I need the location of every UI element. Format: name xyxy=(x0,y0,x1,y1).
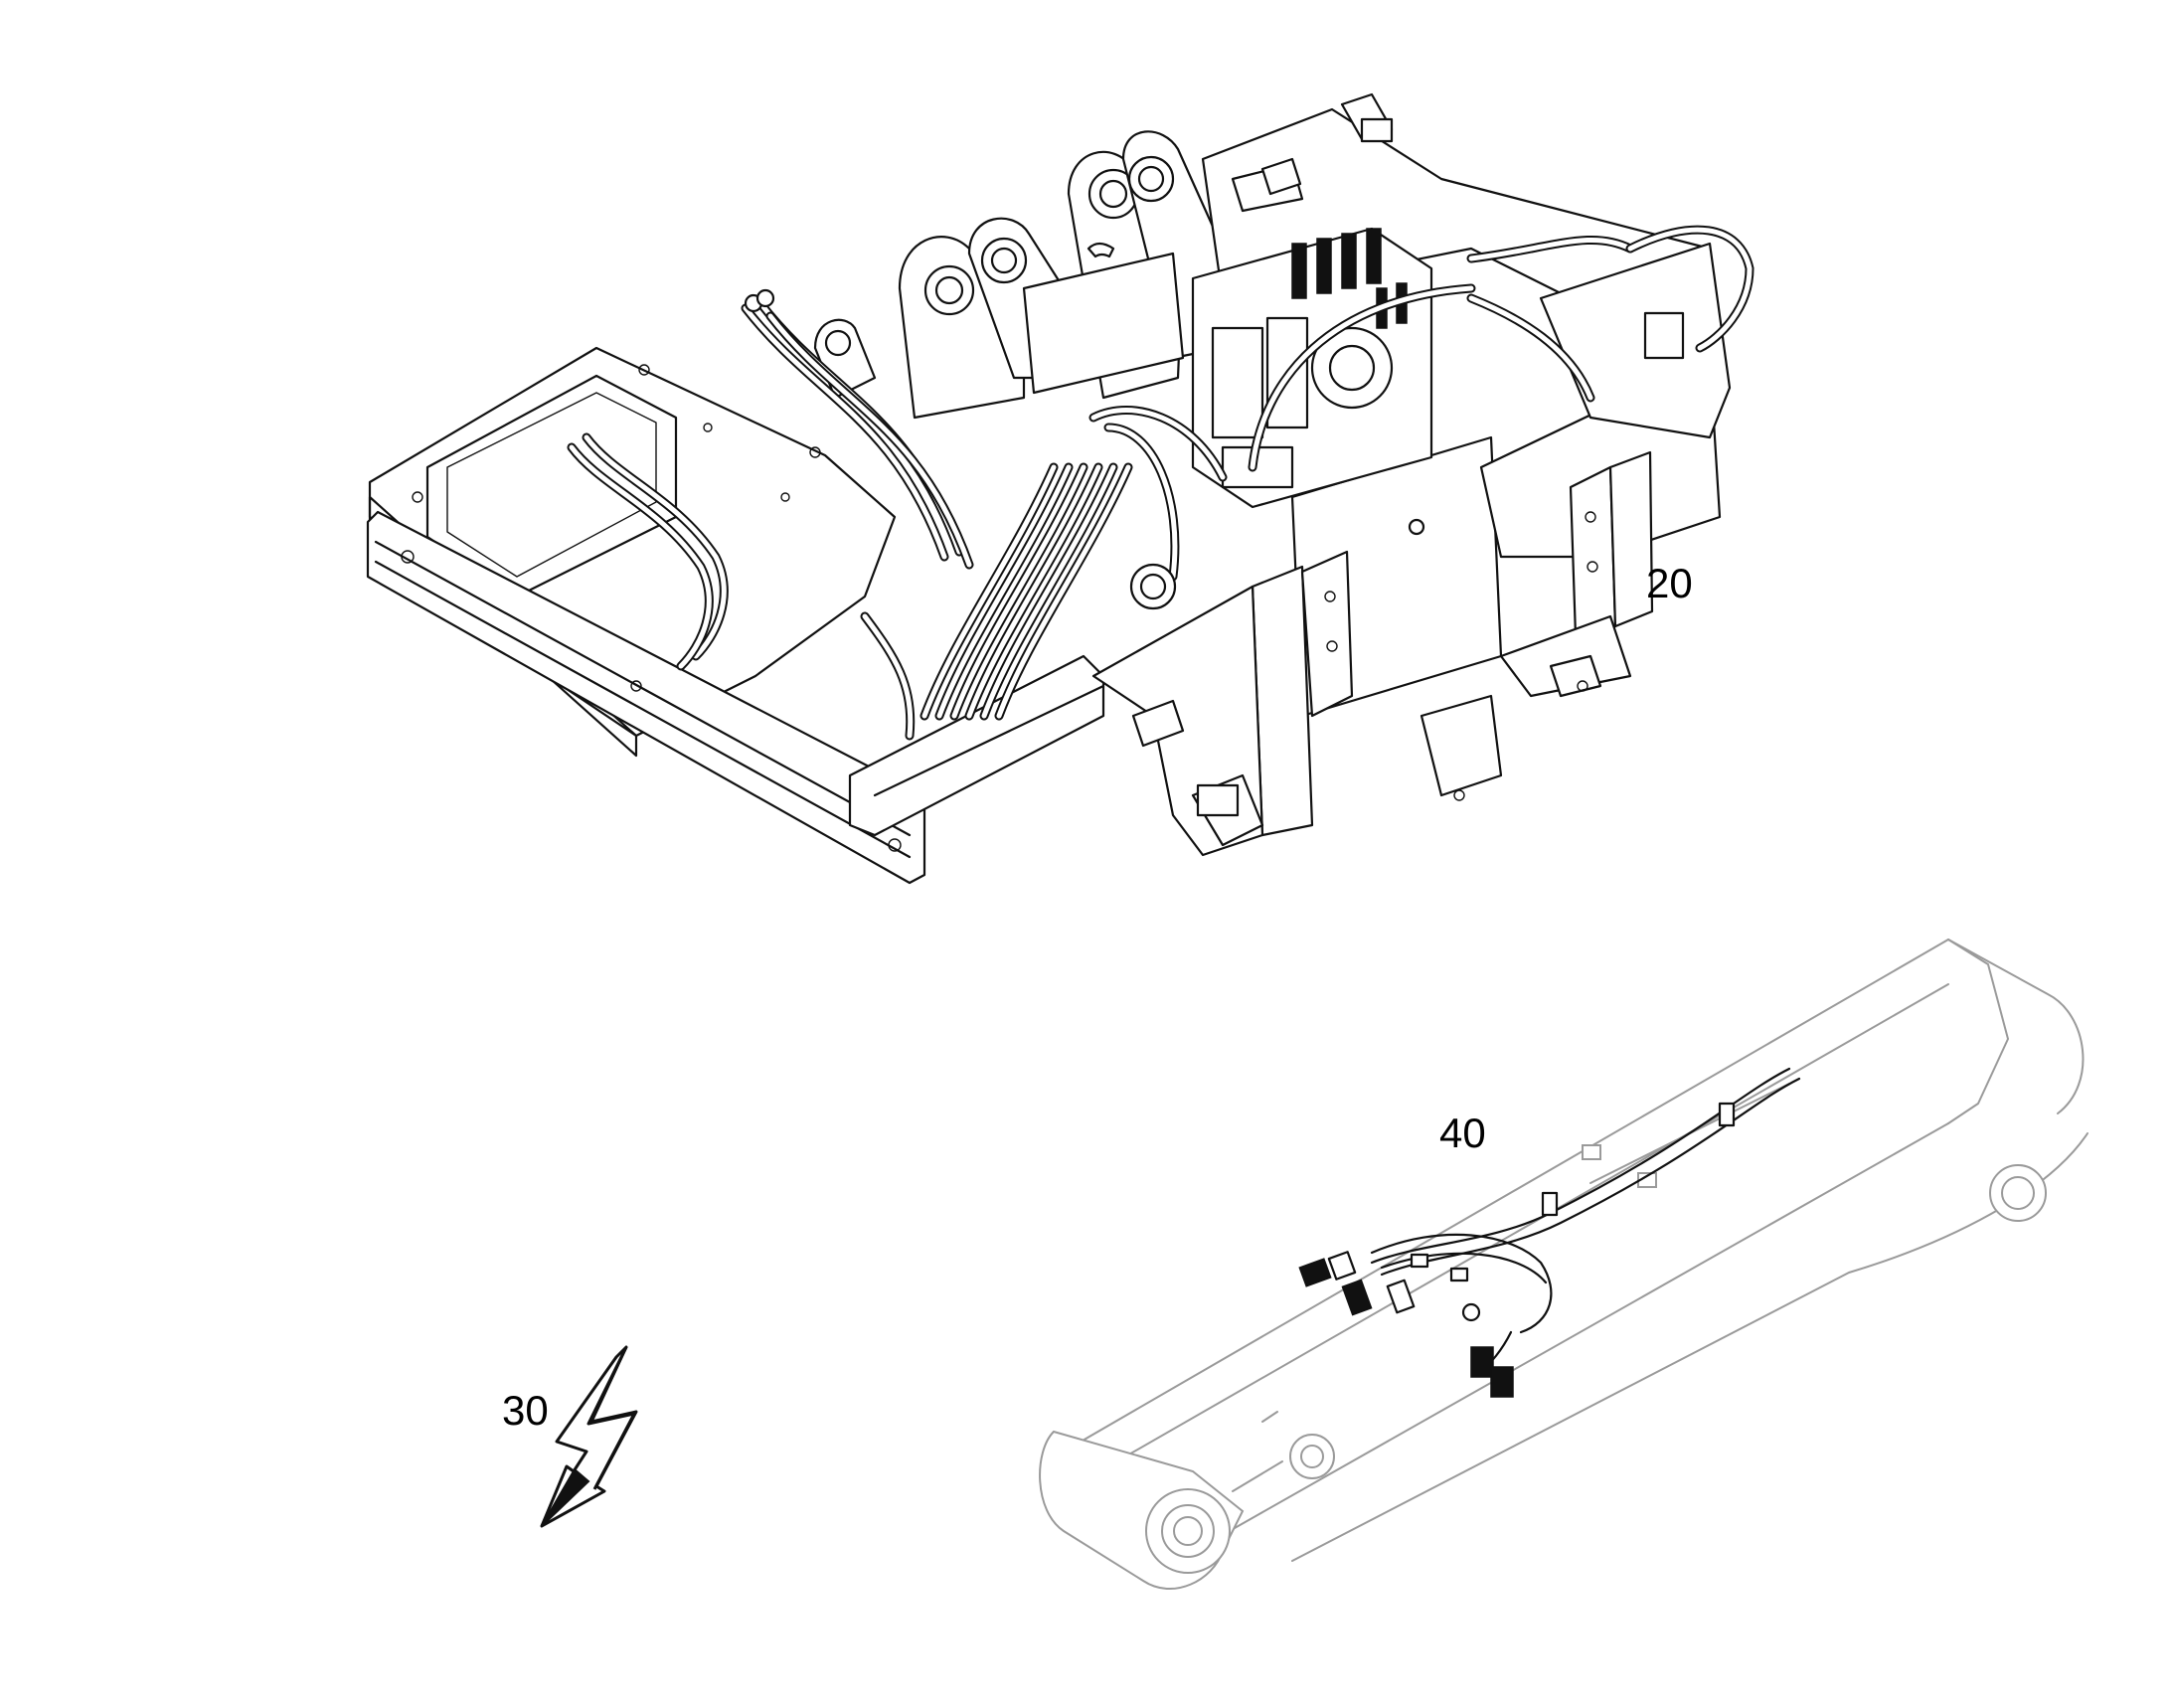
upper-frame-assembly xyxy=(366,92,1755,885)
boom-mount-brackets xyxy=(813,130,1225,420)
boom-wiring-harness xyxy=(1298,1067,1801,1398)
electrical-symbol-icon xyxy=(540,1345,638,1528)
boom-assembly xyxy=(1039,939,2089,1591)
callout-item-30: 30 xyxy=(502,1387,549,1434)
hydraulic-hoses xyxy=(567,225,1755,741)
callout-item-40: 40 xyxy=(1439,1110,1486,1156)
control-valve-block xyxy=(1191,227,1433,509)
front-rail xyxy=(366,510,1105,885)
callout-item-20: 20 xyxy=(1646,560,1693,606)
